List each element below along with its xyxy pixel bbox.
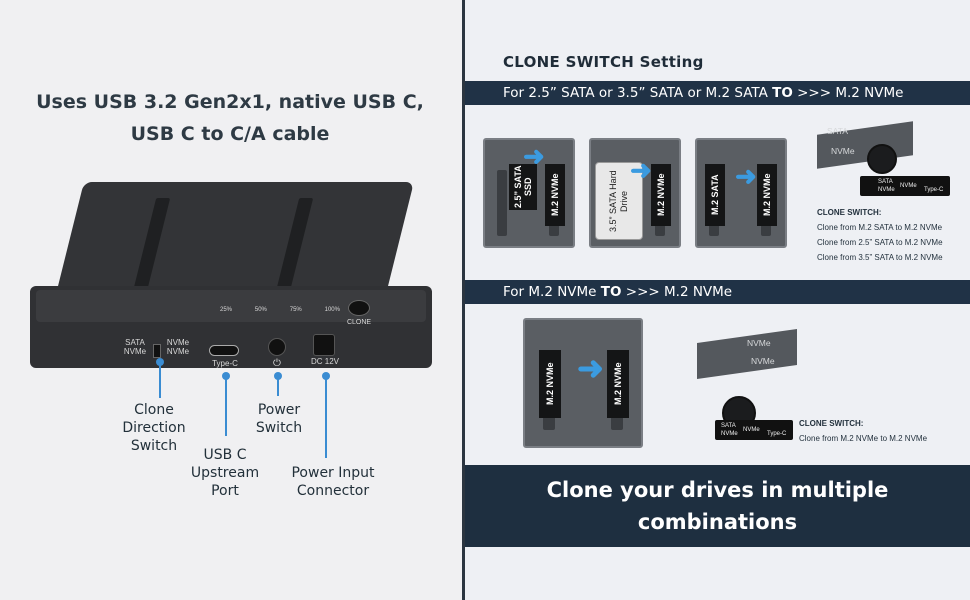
band2-pre: For M.2 NVMe [503,284,601,300]
band-nvme-to-nvme: For M.2 NVMe TO >>> M.2 NVMe [465,280,970,304]
callout-line: Direction [122,420,186,436]
panel2-line1: NVMe [747,338,771,348]
dock-diagram-ssd: 2.5” SATA SSD M.2 NVMe [483,138,575,248]
sata-left-label: SATA [125,338,145,347]
switch-zoom-circle [867,144,897,174]
callout-line: USB C [203,447,247,463]
nvme-target-drive: M.2 NVMe [607,350,629,418]
switch-note-1-line: Clone from M.2 SATA to M.2 NVMe [817,223,943,232]
progress-50: 50% [254,307,267,313]
footer-banner: Clone your drives in multiple combinatio… [465,465,970,547]
progress-leds: 25% 50% 75% 100% [220,306,340,315]
switch-note-1-line: Clone from 2.5” SATA to M.2 NVMe [817,238,943,247]
band2-post: >>> M.2 NVMe [621,284,733,300]
section-title: CLONE SWITCH Setting [503,53,704,71]
progress-25: 25% [220,307,233,313]
strip1-sata: SATA [878,179,893,185]
dc-power-jack[interactable] [313,334,335,356]
nvme-right-bottom-label: NVMe [166,347,190,356]
power-input-callout: Power Input Connector [278,464,388,500]
right-panel: CLONE SWITCH Setting For 2.5” SATA or 3.… [465,0,970,600]
dock-diagram-hdd: 3.5” SATA Hard Drive M.2 NVMe [589,138,681,248]
clone-arrow-icon: ➜ [735,161,757,191]
clone-button[interactable] [348,300,370,316]
power-icon: ⏻ [273,358,281,369]
left-title-line-1: Uses USB 3.2 Gen2x1, native USB C, [36,91,424,113]
panel1-line1: SATA [827,126,848,136]
sata-nvme-label: SATA NVMe [118,338,152,356]
dock-slot [497,170,507,236]
nvme-right-top-label: NVMe [166,338,190,347]
strip2-nvme2: NVMe [743,427,760,433]
nvme-source-drive: M.2 NVMe [539,350,561,418]
strip2-nvme: NVMe [721,431,738,437]
footer-line-1: Clone your drives in multiple [546,478,889,502]
switch-note-2-line: Clone from M.2 NVMe to M.2 NVMe [799,434,928,443]
usb-port-callout: USB C Upstream Port [182,446,268,500]
power-input-pointer [322,372,330,458]
nvme-left-label: NVMe [123,347,147,356]
dc-12v-label: DC 12V [310,357,339,366]
nvme-drive: M.2 NVMe [545,164,565,226]
dock-top [56,182,414,294]
nvme-drive: M.2 NVMe [757,164,777,226]
power-switch-button[interactable] [268,338,286,356]
callout-line: Power [257,402,301,418]
usb-c-port[interactable] [209,345,239,356]
band1-bold: TO [772,85,793,101]
callout-line: Upstream [190,465,260,481]
dock-diagram-nvme-to-nvme: M.2 NVMe M.2 NVMe [523,318,643,448]
callout-line: Clone [134,402,174,418]
progress-75: 75% [289,307,302,313]
panel2-line2: NVMe [751,356,775,366]
typec-label: Type-C [212,359,238,368]
strip2-typec: Type-C [767,431,787,437]
strip1-nvme2: NVMe [900,183,917,189]
clone-label: CLONE [346,319,372,326]
switch-note-1-heading: CLONE SWITCH: [817,208,882,217]
strip1-typec: Type-C [924,187,944,193]
clone-direction-callout: Clone Direction Switch [114,401,194,455]
switch-panel-2 [697,328,797,380]
switch-note-2: CLONE SWITCH: Clone from M.2 NVMe to M.2… [799,416,959,446]
panel1-line2: NVMe [831,146,855,156]
m2-sata-drive: M.2 SATA [705,164,725,226]
clone-direction-switch[interactable] [153,344,161,358]
switch-note-1: CLONE SWITCH: Clone from M.2 SATA to M.2… [817,205,967,265]
switch-note-1-line: Clone from 3.5” SATA to M.2 NVMe [817,253,943,262]
switch-strip-1: SATA NVMe NVMe Type-C [860,176,950,196]
callout-line: Connector [296,483,370,499]
power-switch-pointer [274,372,282,396]
clone-arrow-icon: ➜ [630,155,652,185]
power-switch-callout: Power Switch [246,401,312,437]
clone-arrow-icon: ➜ [523,141,545,171]
clone-switch-pointer [156,358,164,398]
callout-line: Switch [255,420,303,436]
nvme-drive: M.2 NVMe [651,164,671,226]
left-title: Uses USB 3.2 Gen2x1, native USB C, USB C… [20,86,440,150]
callout-line: Power Input [291,465,375,481]
callout-line: Switch [130,438,178,454]
callout-line: Port [211,483,239,499]
band1-pre: For 2.5” SATA or 3.5” SATA or M.2 SATA [503,85,773,101]
dock-diagram-m2sata: M.2 SATA M.2 NVMe [695,138,787,248]
band1-post: >>> M.2 NVMe [792,85,904,101]
clone-arrow-icon: ➜ [577,350,604,386]
left-title-line-2: USB C to C/A cable [130,123,330,145]
left-panel: Uses USB 3.2 Gen2x1, native USB C, USB C… [0,0,462,600]
usb-port-pointer [222,372,230,436]
switch-note-2-heading: CLONE SWITCH: [799,419,864,428]
band2-bold: TO [600,284,622,300]
nvme-right-label: NVMe NVMe [160,338,196,356]
switch-strip-2: SATA NVMe NVMe Type-C [715,420,793,440]
band-sata-to-nvme: For 2.5” SATA or 3.5” SATA or M.2 SATA T… [465,81,970,105]
progress-100: 100% [324,307,340,313]
strip2-sata: SATA [721,423,736,429]
panel-divider [462,0,465,600]
strip1-nvme: NVMe [878,187,895,193]
footer-line-2: combinations [637,510,798,534]
